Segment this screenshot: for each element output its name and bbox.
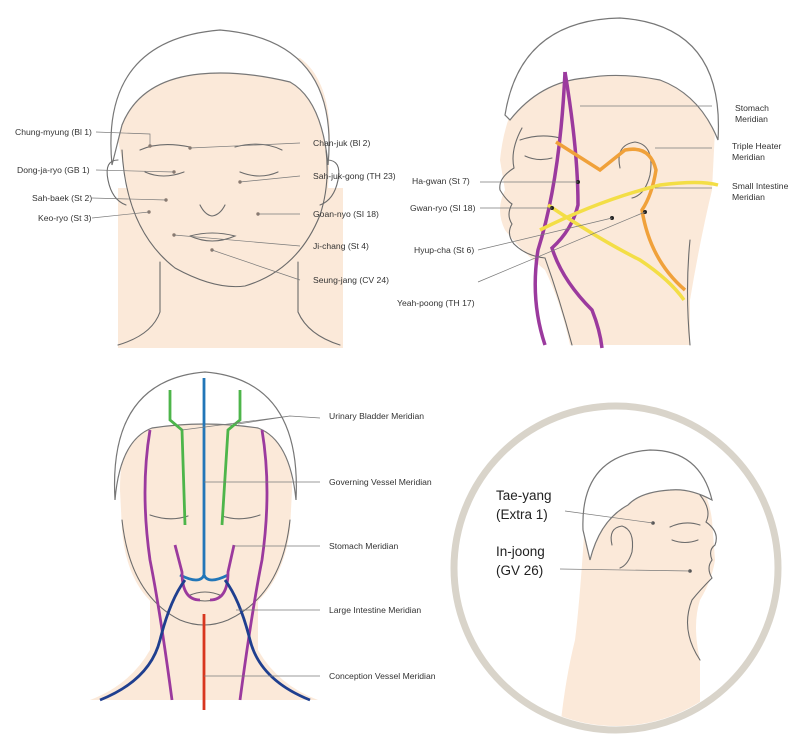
side-small-intestine-meridian-lower — [547, 203, 686, 302]
side-face-neck-back — [686, 239, 691, 346]
side-face-hair — [504, 17, 720, 141]
front-face-nose — [199, 204, 226, 217]
label-tae-yang-2: (Extra 1) — [496, 507, 548, 522]
front-face-jaw — [121, 149, 328, 288]
leader-tae-yang — [564, 510, 654, 524]
leader-sah-baek — [91, 197, 167, 201]
large-intestine-meridian-left — [99, 579, 187, 702]
label-keo-ryo: Keo-ryo (St 3) — [38, 213, 92, 223]
stomach-meridian-left — [143, 429, 174, 701]
label-yeah-poong: Yeah-poong (TH 17) — [397, 298, 475, 308]
label-stomach: Stomach Meridian — [329, 541, 398, 551]
front-face-lips — [189, 232, 237, 242]
front-face-ear-right — [319, 159, 340, 206]
side-stomach-meridian-branch — [533, 71, 567, 346]
inset-face-profile — [687, 494, 717, 661]
front-face-eye-right — [239, 171, 279, 177]
front-face-neck-right — [297, 261, 341, 346]
governing-vessel-meridian — [179, 378, 229, 582]
meridian-face-panel: Urinary Bladder Meridian Governing Vesse… — [90, 371, 436, 710]
leader-seung-jang — [211, 249, 301, 281]
large-intestine-meridian-right — [223, 579, 311, 702]
meridian-face-skin — [120, 400, 292, 624]
label-sah-baek: Sah-baek (St 2) — [32, 193, 92, 203]
circle-inset-panel: Tae-yang (Extra 1) In-joong (GV 26) — [450, 402, 782, 734]
leader-yeah-poong — [477, 211, 646, 283]
label-tae-yang-1: Tae-yang — [496, 488, 552, 503]
front-face-ear-left — [106, 159, 127, 206]
label-ji-chang: Ji-chang (St 4) — [313, 241, 369, 251]
inset-face-ear — [610, 525, 634, 569]
label-in-joong-1: In-joong — [496, 544, 545, 559]
side-triple-heater-meridian — [555, 140, 687, 292]
label-chan-juk: Chan-juk (Bl 2) — [313, 138, 370, 148]
label-ha-gwan: Ha-gwan (St 7) — [412, 176, 470, 186]
leader-dong-ja-ryo — [95, 169, 175, 173]
label-side-stomach-1: Stomach — [735, 103, 769, 113]
side-face-panel: Stomach Meridian Triple Heater Meridian … — [397, 17, 789, 349]
stomach-meridian-inner — [173, 544, 236, 602]
side-face-skin — [500, 39, 715, 345]
side-stomach-meridian — [549, 71, 604, 349]
leader-sah-juk-gong — [239, 175, 301, 183]
leader-keo-ryo — [91, 211, 150, 219]
label-hyup-cha: Hyup-cha (St 6) — [414, 245, 474, 255]
front-face-neck — [118, 262, 340, 345]
bladder-meridian-left — [168, 390, 187, 526]
inset-face-hair — [582, 449, 713, 561]
label-chung-myung: Chung-myung (Bl 1) — [15, 127, 92, 137]
front-face-eye-left — [144, 171, 185, 177]
side-face-eye — [524, 155, 553, 161]
leader-chan-juk — [189, 142, 301, 149]
label-side-triple-1: Triple Heater — [732, 141, 781, 151]
meridian-face-eye-right — [221, 514, 261, 520]
bladder-meridian-right — [220, 390, 242, 526]
meridian-face-hair — [113, 371, 297, 501]
side-face-profile — [499, 127, 573, 346]
label-conception: Conception Vessel Meridian — [329, 671, 436, 681]
leader-hyup-cha — [477, 217, 613, 251]
label-governing: Governing Vessel Meridian — [329, 477, 432, 487]
label-sah-juk-gong: Sah-juk-gong (TH 23) — [313, 171, 396, 181]
label-side-stomach-2: Meridian — [735, 114, 768, 124]
leader-bladder — [181, 415, 321, 431]
label-goan-nyo: Goan-nyo (SI 18) — [313, 209, 379, 219]
side-small-intestine-meridian — [539, 180, 719, 232]
front-face-neck-left — [117, 261, 161, 346]
label-gwan-ryo: Gwan-ryo (SI 18) — [410, 203, 476, 213]
front-face-panel: Chung-myung (Bl 1) Dong-ja-ryo (GB 1) Sa… — [15, 29, 396, 348]
leader-in-joong — [559, 568, 691, 572]
label-bladder: Urinary Bladder Meridian — [329, 411, 424, 421]
label-large-intestine: Large Intestine Meridian — [329, 605, 421, 615]
inset-face-eye — [671, 539, 699, 544]
inset-face-brow — [669, 522, 701, 528]
leader-ji-chang — [173, 234, 301, 247]
stomach-meridian-right — [238, 429, 269, 701]
side-face-brow — [519, 135, 561, 141]
label-side-triple-2: Meridian — [732, 152, 765, 162]
label-side-small-1: Small Intestine — [732, 181, 789, 191]
front-face-brow-left — [139, 144, 191, 151]
label-seung-jang: Seung-jang (CV 24) — [313, 275, 389, 285]
front-face-skin — [118, 58, 330, 286]
label-in-joong-2: (GV 26) — [496, 563, 543, 578]
label-side-small-2: Meridian — [732, 192, 765, 202]
label-dong-ja-ryo: Dong-ja-ryo (GB 1) — [17, 165, 90, 175]
leader-chung-myung — [95, 131, 151, 146]
